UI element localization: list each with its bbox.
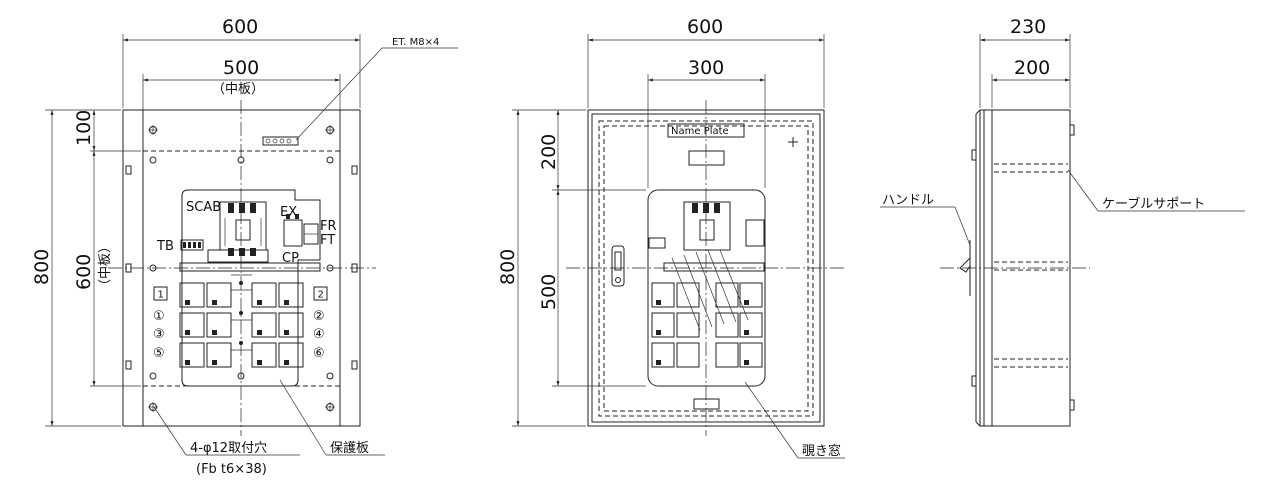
label-box-1: 1 [158,290,164,301]
plate-holes [148,125,335,412]
label-fr: FR [320,219,337,234]
dim-door-width-window: 300 [688,57,724,79]
dim-front-width-plate-note: （中板） [212,82,264,97]
dim-front-top-offset: 100 [73,110,95,146]
door-handle [611,245,625,287]
label-circuit-6: ⑥ [313,346,325,361]
window-hatch [671,249,749,331]
label-handle: ハンドル [882,193,934,208]
label-name-plate: Name Plate [671,126,729,137]
protection-plate [181,189,321,387]
label-circuit-5: ⑤ [153,346,165,361]
label-box-2: 2 [318,290,324,301]
dim-door-width-total: 600 [687,16,723,38]
label-scab: SCAB [186,200,221,215]
side-view: 230 200 ハンドル ケーブルサポート [880,16,1245,427]
label-cp: CP [282,251,299,266]
branch-breakers [179,274,304,368]
dim-door-height-total: 800 [497,249,519,285]
dim-front-width-total: 600 [222,16,258,38]
label-ft: FT [320,233,335,248]
front-view: SCAB EX FR FT CP TB 1 2 ① ③ ⑤ ② ④ ⑥ 600 … [31,16,458,477]
label-mount-holes-sub: (Fb t6×38) [196,462,267,477]
dim-front-width-plate: 500 [223,57,259,79]
label-tb: TB [156,239,174,254]
label-circuit-2: ② [313,309,325,324]
tb-terminal [180,239,204,251]
viewing-window [647,189,766,387]
dim-front-height-total: 800 [31,249,53,285]
dim-door-window: 500 [538,274,560,310]
earth-terminal [262,136,299,146]
dim-door-top: 200 [538,134,560,170]
dim-side-depth-body: 200 [1014,57,1050,79]
label-viewing-window: 覗き窓 [802,443,841,459]
dim-side-depth-total: 230 [1010,16,1046,38]
label-earth-terminal: ET. M8×4 [392,37,439,48]
label-ex: EX [280,205,297,220]
label-circuit-4: ④ [313,327,325,342]
dim-front-height-plate-note: （中板） [98,240,113,292]
door-branch-breakers [651,282,763,368]
label-cable-support: ケーブルサポート [1102,196,1205,212]
label-mount-holes: 4-φ12取付穴 [190,441,267,456]
label-circuit-3: ③ [153,327,165,342]
label-protection-plate: 保護板 [330,440,369,456]
cable-supports [994,163,1068,368]
door-view: Name Plate [497,16,846,459]
dim-front-height-plate: 600 [73,254,95,290]
label-circuit-1: ① [153,309,165,324]
